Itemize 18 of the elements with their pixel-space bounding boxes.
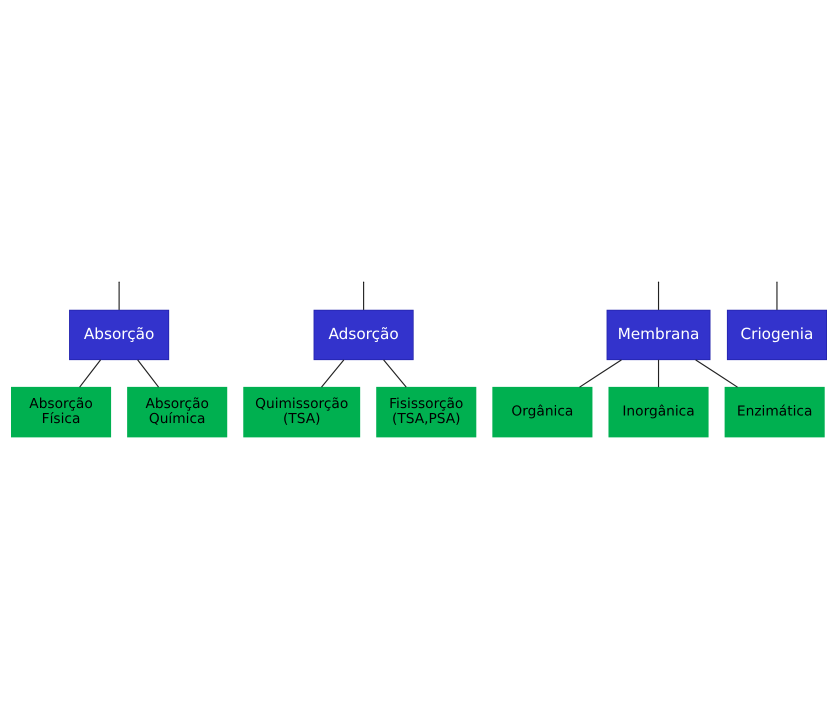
connector (658, 359, 660, 387)
node-box: Membrana (606, 309, 710, 360)
node-box: Criogenia (726, 309, 827, 360)
node-box: Absorção (69, 309, 170, 360)
connector (383, 358, 407, 388)
node-box: Orgânica (492, 386, 592, 437)
node-box: Fisissorção (TSA,PSA) (376, 386, 476, 437)
connector (695, 358, 738, 388)
connector (137, 359, 160, 388)
connector (321, 358, 344, 388)
node-box: Absorção Física (11, 386, 112, 437)
connector (579, 358, 622, 388)
node-box: Adsorção (314, 309, 414, 360)
node-box: Enzimática (724, 386, 825, 437)
node-box: Absorção Química (127, 386, 228, 437)
connector (79, 359, 102, 388)
node-box: Inorgânica (608, 386, 709, 437)
node-box: Quimissorção (TSA) (243, 386, 360, 437)
